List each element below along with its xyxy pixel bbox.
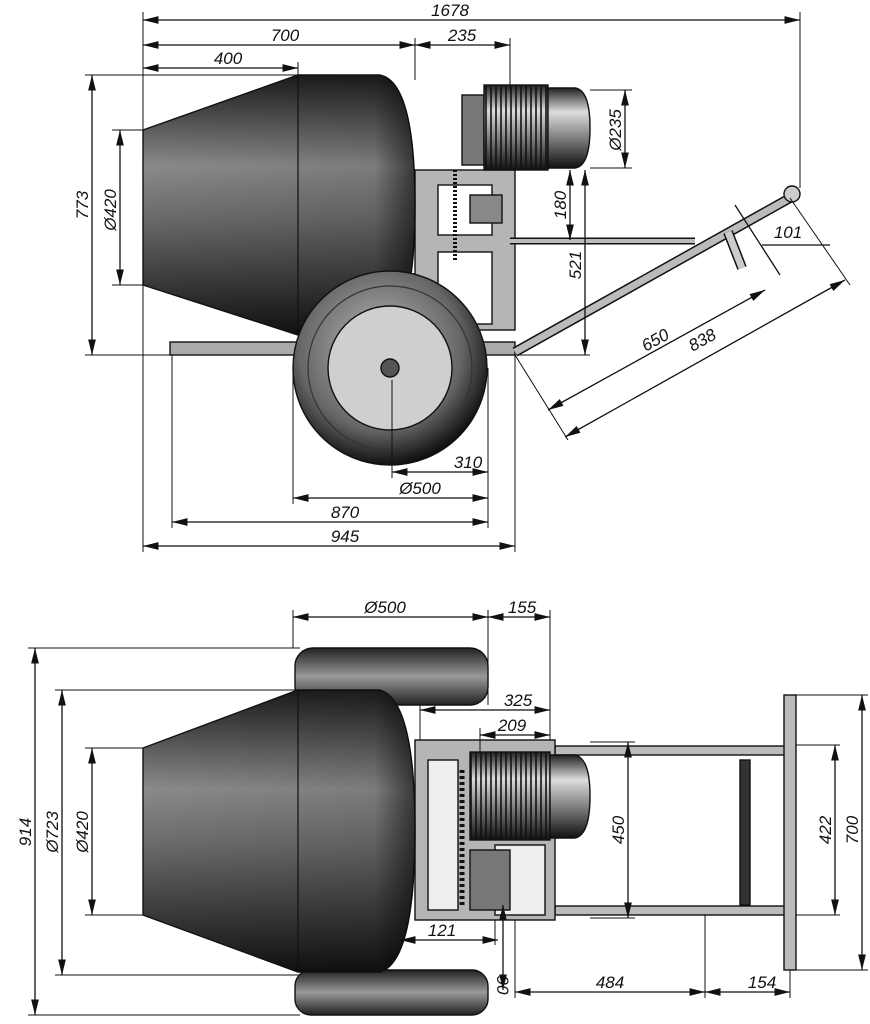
label-d723: Ø723 <box>43 811 62 854</box>
label-484: 484 <box>596 973 624 992</box>
label-325: 325 <box>504 691 533 710</box>
extension-lines <box>85 12 851 552</box>
side-view: 1678 700 235 400 773 Ø420 Ø235 180 521 1… <box>73 1 851 552</box>
label-90: 90 <box>493 976 512 995</box>
motor <box>461 84 591 171</box>
label-d420: Ø420 <box>101 189 120 232</box>
label-914: 914 <box>16 818 35 846</box>
label-235: 235 <box>447 26 477 45</box>
wheel <box>292 270 488 466</box>
label-1678: 1678 <box>431 1 469 20</box>
motor <box>469 751 591 841</box>
label-945: 945 <box>331 527 360 546</box>
plan-view: Ø500 155 325 209 914 Ø723 Ø420 450 422 7… <box>16 598 868 1016</box>
label-838: 838 <box>685 325 719 356</box>
dim-line-838 <box>564 279 846 438</box>
handle-frame <box>554 694 797 971</box>
label-773: 773 <box>73 190 92 219</box>
label-700: 700 <box>843 815 862 844</box>
label-521: 521 <box>566 251 585 279</box>
label-870: 870 <box>331 503 360 522</box>
label-d500: Ø500 <box>398 479 441 498</box>
label-310: 310 <box>454 453 483 472</box>
wheel-bottom <box>294 969 489 1016</box>
dim-line-101 <box>734 204 781 276</box>
label-180: 180 <box>551 190 570 219</box>
label-154: 154 <box>748 973 776 992</box>
label-155: 155 <box>508 598 537 617</box>
label-400: 400 <box>214 49 243 68</box>
label-d235: Ø235 <box>606 109 625 152</box>
label-d420: Ø420 <box>73 811 92 854</box>
label-101: 101 <box>774 223 802 242</box>
label-422: 422 <box>816 815 835 844</box>
label-d500: Ø500 <box>363 598 406 617</box>
label-121: 121 <box>428 921 456 940</box>
label-209: 209 <box>497 716 527 735</box>
label-450: 450 <box>609 815 628 844</box>
label-650: 650 <box>638 325 672 356</box>
label-700: 700 <box>271 26 300 45</box>
